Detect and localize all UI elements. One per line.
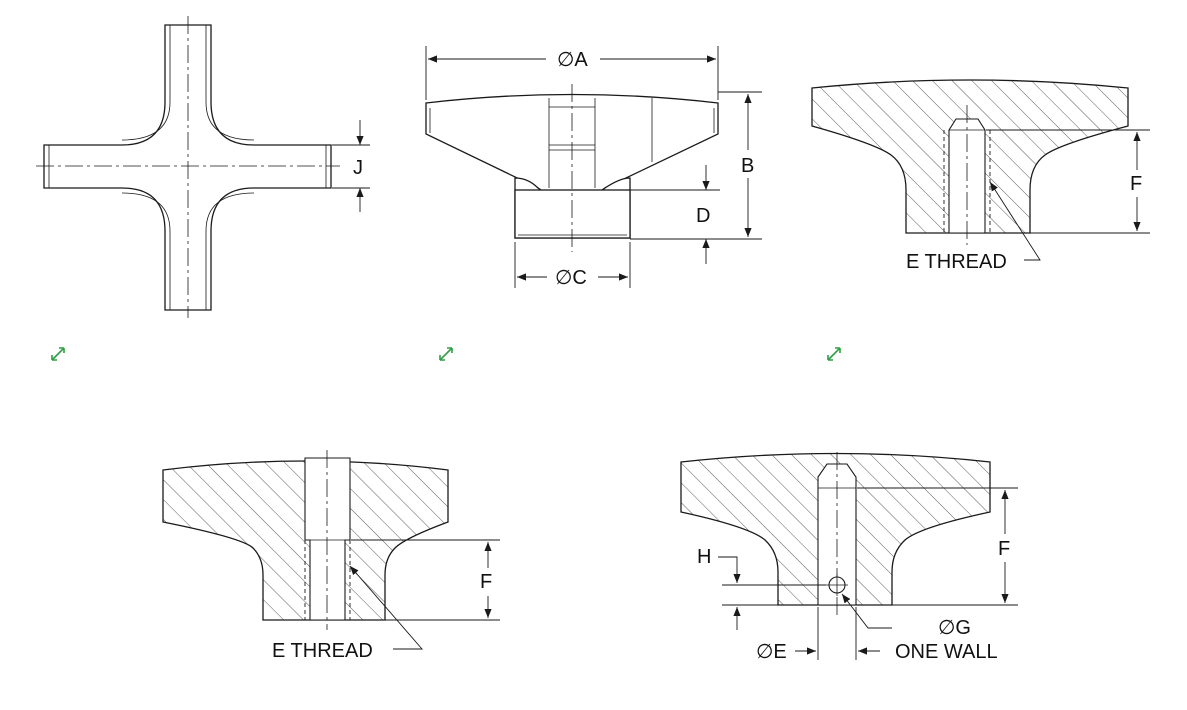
dia-a-label: ∅A [557, 49, 588, 71]
dim-f-label-3: F [998, 538, 1010, 560]
one-wall-label: ONE WALL [895, 641, 998, 663]
section-through-thread: F E THREAD [162, 450, 500, 662]
dim-h-label: H [697, 546, 711, 568]
expand-icon[interactable] [50, 346, 66, 362]
top-view: J [36, 16, 370, 318]
dim-f-label-2: F [480, 571, 492, 593]
expand-icon[interactable] [438, 346, 454, 362]
e-thread-label-1: E THREAD [906, 251, 1007, 273]
expand-icon[interactable] [826, 346, 842, 362]
dim-d-label: D [696, 205, 710, 227]
e-thread-label-2: E THREAD [272, 640, 373, 662]
section-cross-hole: F H ∅E ∅G ONE WALL [680, 452, 1018, 663]
dia-c-label: ∅C [555, 267, 587, 289]
side-view: ∅A B D ∅C [425, 46, 762, 289]
dim-b-label: B [741, 155, 754, 177]
dim-j-label: J [353, 157, 363, 179]
section-blind-thread: F E THREAD [811, 79, 1150, 273]
dia-g-label: ∅G [938, 617, 971, 639]
dia-e-label: ∅E [756, 641, 787, 663]
dim-f-label-1: F [1130, 173, 1142, 195]
